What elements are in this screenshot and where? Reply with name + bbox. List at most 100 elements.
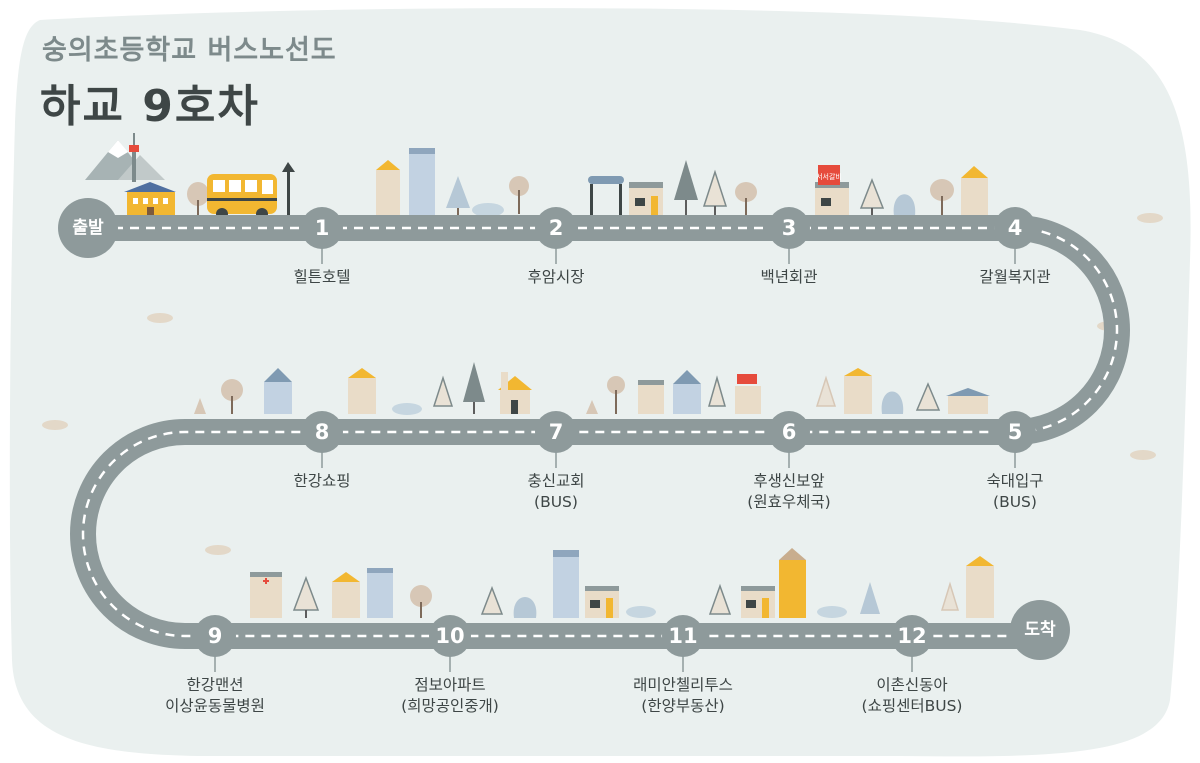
tree-icon (674, 160, 698, 216)
route-stop: 2 후암시장 (527, 207, 585, 286)
stop-name: 갈월복지관 (979, 268, 1050, 286)
stop-detail: (BUS) (993, 493, 1037, 511)
tree-icon (815, 375, 837, 407)
shop-icon (735, 374, 761, 414)
building-icon (779, 548, 806, 618)
tree-icon (509, 176, 529, 214)
tree-icon (187, 182, 209, 216)
restaurant-sign (818, 165, 840, 185)
shop-icon (588, 176, 624, 216)
stop-detail: 이상윤동물병원 (165, 697, 265, 715)
cloud-icon (1137, 213, 1163, 223)
route-stop: 10 점보아파트 (희망공인중개) (401, 615, 499, 715)
cloud-icon (817, 606, 847, 618)
stop-circle (994, 207, 1036, 249)
cloud-icon (1130, 450, 1156, 460)
stop-circle (301, 411, 343, 453)
stop-detail: (희망공인중개) (401, 697, 499, 715)
shop-icon (741, 586, 775, 618)
route-stop: 7 충신교회 (BUS) (527, 411, 585, 511)
tree-icon (702, 169, 728, 216)
scenery: 서서갈비 (42, 133, 1163, 618)
end-terminal-circle (1010, 600, 1070, 660)
tree-icon (930, 179, 954, 216)
stop-detail: (한양부동산) (641, 697, 724, 715)
stop-number: 7 (549, 420, 564, 444)
cloud-icon (472, 203, 504, 217)
school-icon (124, 182, 176, 216)
cloud-icon (42, 420, 68, 430)
building-icon (553, 550, 579, 618)
stop-name: 힐튼호텔 (293, 268, 350, 286)
building-icon (638, 380, 664, 414)
stop-circle (535, 207, 577, 249)
stop-name: 한강맨션 (186, 676, 243, 694)
tree-icon (410, 585, 432, 618)
stop-name: 이촌신동아 (876, 676, 947, 694)
shop-icon (629, 182, 663, 216)
cloud-icon (147, 313, 173, 323)
tree-icon (859, 177, 885, 216)
page-subtitle: 숭의초등학교 버스노선도 (42, 35, 337, 66)
tower-icon (129, 133, 139, 182)
stop-number: 4 (1008, 216, 1023, 240)
page-title: 하교 9호차 (40, 81, 260, 132)
building-icon (409, 148, 435, 216)
cloud-icon (205, 545, 231, 555)
stop-name: 충신교회 (527, 472, 584, 490)
start-terminal-label: 출발 (72, 218, 104, 238)
stop-circle (768, 207, 810, 249)
tree-icon (446, 176, 470, 216)
building-icon (264, 368, 292, 414)
stop-circle (891, 615, 933, 657)
tree-icon (194, 398, 206, 414)
tree-icon (940, 581, 960, 611)
stop-circle (662, 615, 704, 657)
stop-name: 후생신보앞 (753, 472, 824, 490)
church-icon (498, 372, 532, 414)
tree-icon (860, 582, 880, 614)
tree-icon (586, 400, 598, 414)
building-icon (966, 556, 994, 618)
stop-detail: (BUS) (534, 493, 578, 511)
building-icon (348, 368, 376, 414)
route-stop: 3 백년회관 (760, 207, 818, 286)
building-icon (367, 568, 393, 618)
tree-icon (432, 375, 454, 407)
shop-icon (585, 586, 619, 618)
stop-number: 6 (782, 420, 797, 444)
route-stop: 4 갈월복지관 (979, 207, 1051, 286)
school-icon (946, 388, 990, 414)
building-icon (332, 572, 360, 618)
tree-icon (735, 182, 757, 216)
tree-icon (915, 382, 941, 411)
stop-number: 9 (208, 624, 223, 648)
route-stop: 12 이촌신동아 (쇼핑센터BUS) (862, 615, 963, 715)
stop-name: 점보아파트 (414, 676, 485, 694)
stop-detail: (쇼핑센터BUS) (862, 697, 963, 715)
building-icon (673, 370, 701, 414)
stop-number: 2 (549, 216, 564, 240)
end-terminal: 도착 (1010, 600, 1070, 660)
stop-name: 래미안첼리투스 (633, 676, 733, 694)
stop-number: 10 (435, 624, 464, 648)
stop-detail: (원효우체국) (747, 493, 830, 511)
stop-name: 백년회관 (760, 268, 817, 286)
shop-icon (815, 182, 849, 216)
tree-icon (708, 583, 732, 615)
start-terminal-circle (58, 198, 118, 258)
stops-layer: 출발도착1힐튼호텔2후암시장3백년회관4갈월복지관5숙대입구(BUS)6후생신보… (58, 198, 1070, 715)
stop-circle (194, 615, 236, 657)
building-icon (961, 166, 988, 216)
stop-circle (429, 615, 471, 657)
stop-number: 12 (897, 624, 926, 648)
stop-name: 한강쇼핑 (293, 472, 350, 490)
tree-icon (513, 597, 537, 618)
bus-icon (207, 174, 277, 220)
stop-number: 3 (782, 216, 797, 240)
stop-name: 후암시장 (527, 268, 584, 286)
